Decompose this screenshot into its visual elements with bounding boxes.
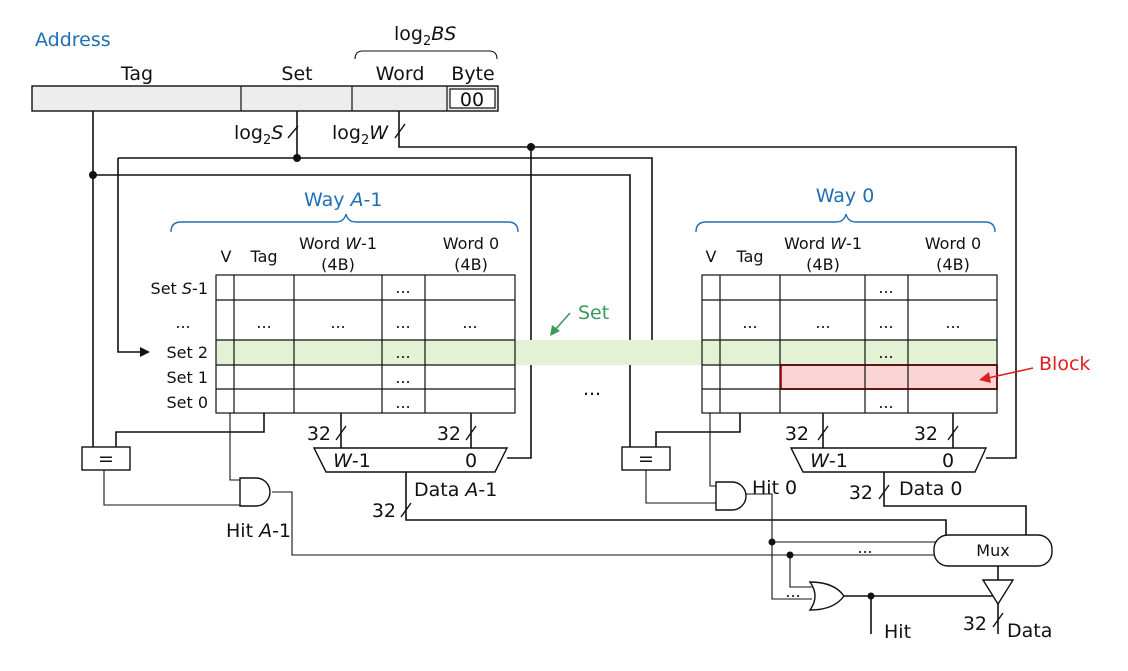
svg-text:log2BS: log2BS [394,23,456,49]
way-a-1-col-word0-size: (4B) [454,255,488,274]
svg-text:...: ... [878,343,893,362]
way-0-ellipses: ... ... ... ... ... ... ... [742,278,960,412]
output-wires [768,538,1004,634]
byte-offset-value: 00 [460,89,484,111]
set-callout-arrow [550,312,571,336]
log2bs-label: log2BS [394,23,456,49]
set-callout-label: Set [578,302,609,324]
way-a-1-col-tag: Tag [249,247,277,266]
way-0-mux-right: 0 [942,450,954,472]
block-callout-arrow [979,367,1034,383]
svg-text:...: ... [878,313,893,332]
way-select-mux [933,534,1053,567]
way-a-1-word-mux [312,447,509,473]
svg-text:...: ... [256,313,271,332]
svg-text:...: ... [395,393,410,412]
way-0-title: Way 0 [816,185,875,207]
way-a-1-array [215,274,516,414]
way-0-wires [645,413,1027,600]
way-a-1-col-wordw-size: (4B) [321,255,355,274]
or-input-ellipsis: ... [785,582,800,601]
way-0-data-width: 32 [849,482,873,504]
address-title: Address [35,29,111,51]
svg-text:=: = [98,448,114,470]
field-word-label: Word [376,63,425,85]
way-0-data-label: Data 0 [899,478,963,500]
way-a-1-bus-right: 32 [437,423,461,445]
way-a-1-row-set-0: Set 0 [166,393,208,412]
way-a-1-row-set-s-1: Set S-1 [151,279,208,298]
way-0-bus-left: 32 [785,423,809,445]
way-0-array [701,274,998,414]
svg-text:...: ... [330,313,345,332]
way-0-col-word0-size: (4B) [936,255,970,274]
way-a-1-col-word0: Word 0 [443,234,499,253]
svg-text:...: ... [945,313,960,332]
way-0-col-wordw-size: (4B) [806,255,840,274]
svg-text:...: ... [395,368,410,387]
way-a-1-col-wordw: Word W-1 [299,234,377,253]
way-0-hit-label: Hit 0 [752,477,797,499]
way-select-mux-label: Mux [976,541,1009,560]
way-a-1-hit-label: Hit A-1 [226,520,291,542]
way-a-1-row-set-2: Set 2 [166,343,208,362]
way-0-word-mux [789,447,988,473]
way-a-1-mux-left: W-1 [333,450,371,472]
output-tristate-buffer [981,579,1015,606]
set-highlight-band [216,340,998,365]
field-set-label: Set [281,63,312,85]
way-a-1-title: Way A-1 [304,189,382,211]
way-a-1-wires [103,413,947,556]
way-a-1-mux-right: 0 [465,450,477,472]
hit-output-label: Hit [884,621,911,643]
way-a-1-bus-left: 32 [307,423,331,445]
svg-text:...: ... [462,313,477,332]
address-wires [89,111,1017,459]
log2w-label: log2W [332,122,389,148]
way-a-1-row-ellipsis: ... [175,313,190,332]
way-0-tag-comparator [621,446,671,471]
way-a-1-ellipses: ... ... ... ... ... ... ... ... [256,278,477,412]
address-register [31,85,499,112]
block-callout-label: Block [1039,353,1090,375]
svg-text:...: ... [742,313,757,332]
data-output-label: Data [1007,620,1052,642]
field-tag-label: Tag [120,63,153,85]
svg-text:...: ... [815,313,830,332]
ways-ellipsis: ... [583,378,601,400]
svg-text:...: ... [395,278,410,297]
svg-text:...: ... [878,278,893,297]
way-a-1-data-label: Data A-1 [414,479,497,501]
way-0-hit-and-gate [715,481,747,511]
log2s-label: log2S [234,122,283,148]
way-0-brace [695,213,996,233]
way-a-1-row-set-1: Set 1 [166,368,208,387]
way-0-col-word0: Word 0 [925,234,981,253]
way-0-mux-left: W-1 [810,450,848,472]
way-0-col-tag: Tag [735,247,763,266]
way-a-1-brace [170,213,519,233]
way-a-1-col-v: V [221,247,232,266]
way-0-col-v: V [706,247,717,266]
block-highlight [780,364,998,390]
svg-text:...: ... [878,393,893,412]
hit-or-gate [808,581,845,611]
svg-text:...: ... [395,343,410,362]
svg-text:=: = [638,448,654,470]
way-a-1-hit-and-gate [239,477,271,507]
field-byte-label: Byte [451,63,494,85]
way-0-col-wordw: Word W-1 [784,234,862,253]
way-a-1-data-width: 32 [372,500,396,522]
way-0-bus-right: 32 [914,423,938,445]
svg-text:...: ... [395,313,410,332]
mux-input-ellipsis: ... [857,538,872,557]
way-a-1-tag-comparator [81,446,131,471]
log2bs-bracket [354,50,498,60]
data-output-width: 32 [963,613,987,635]
